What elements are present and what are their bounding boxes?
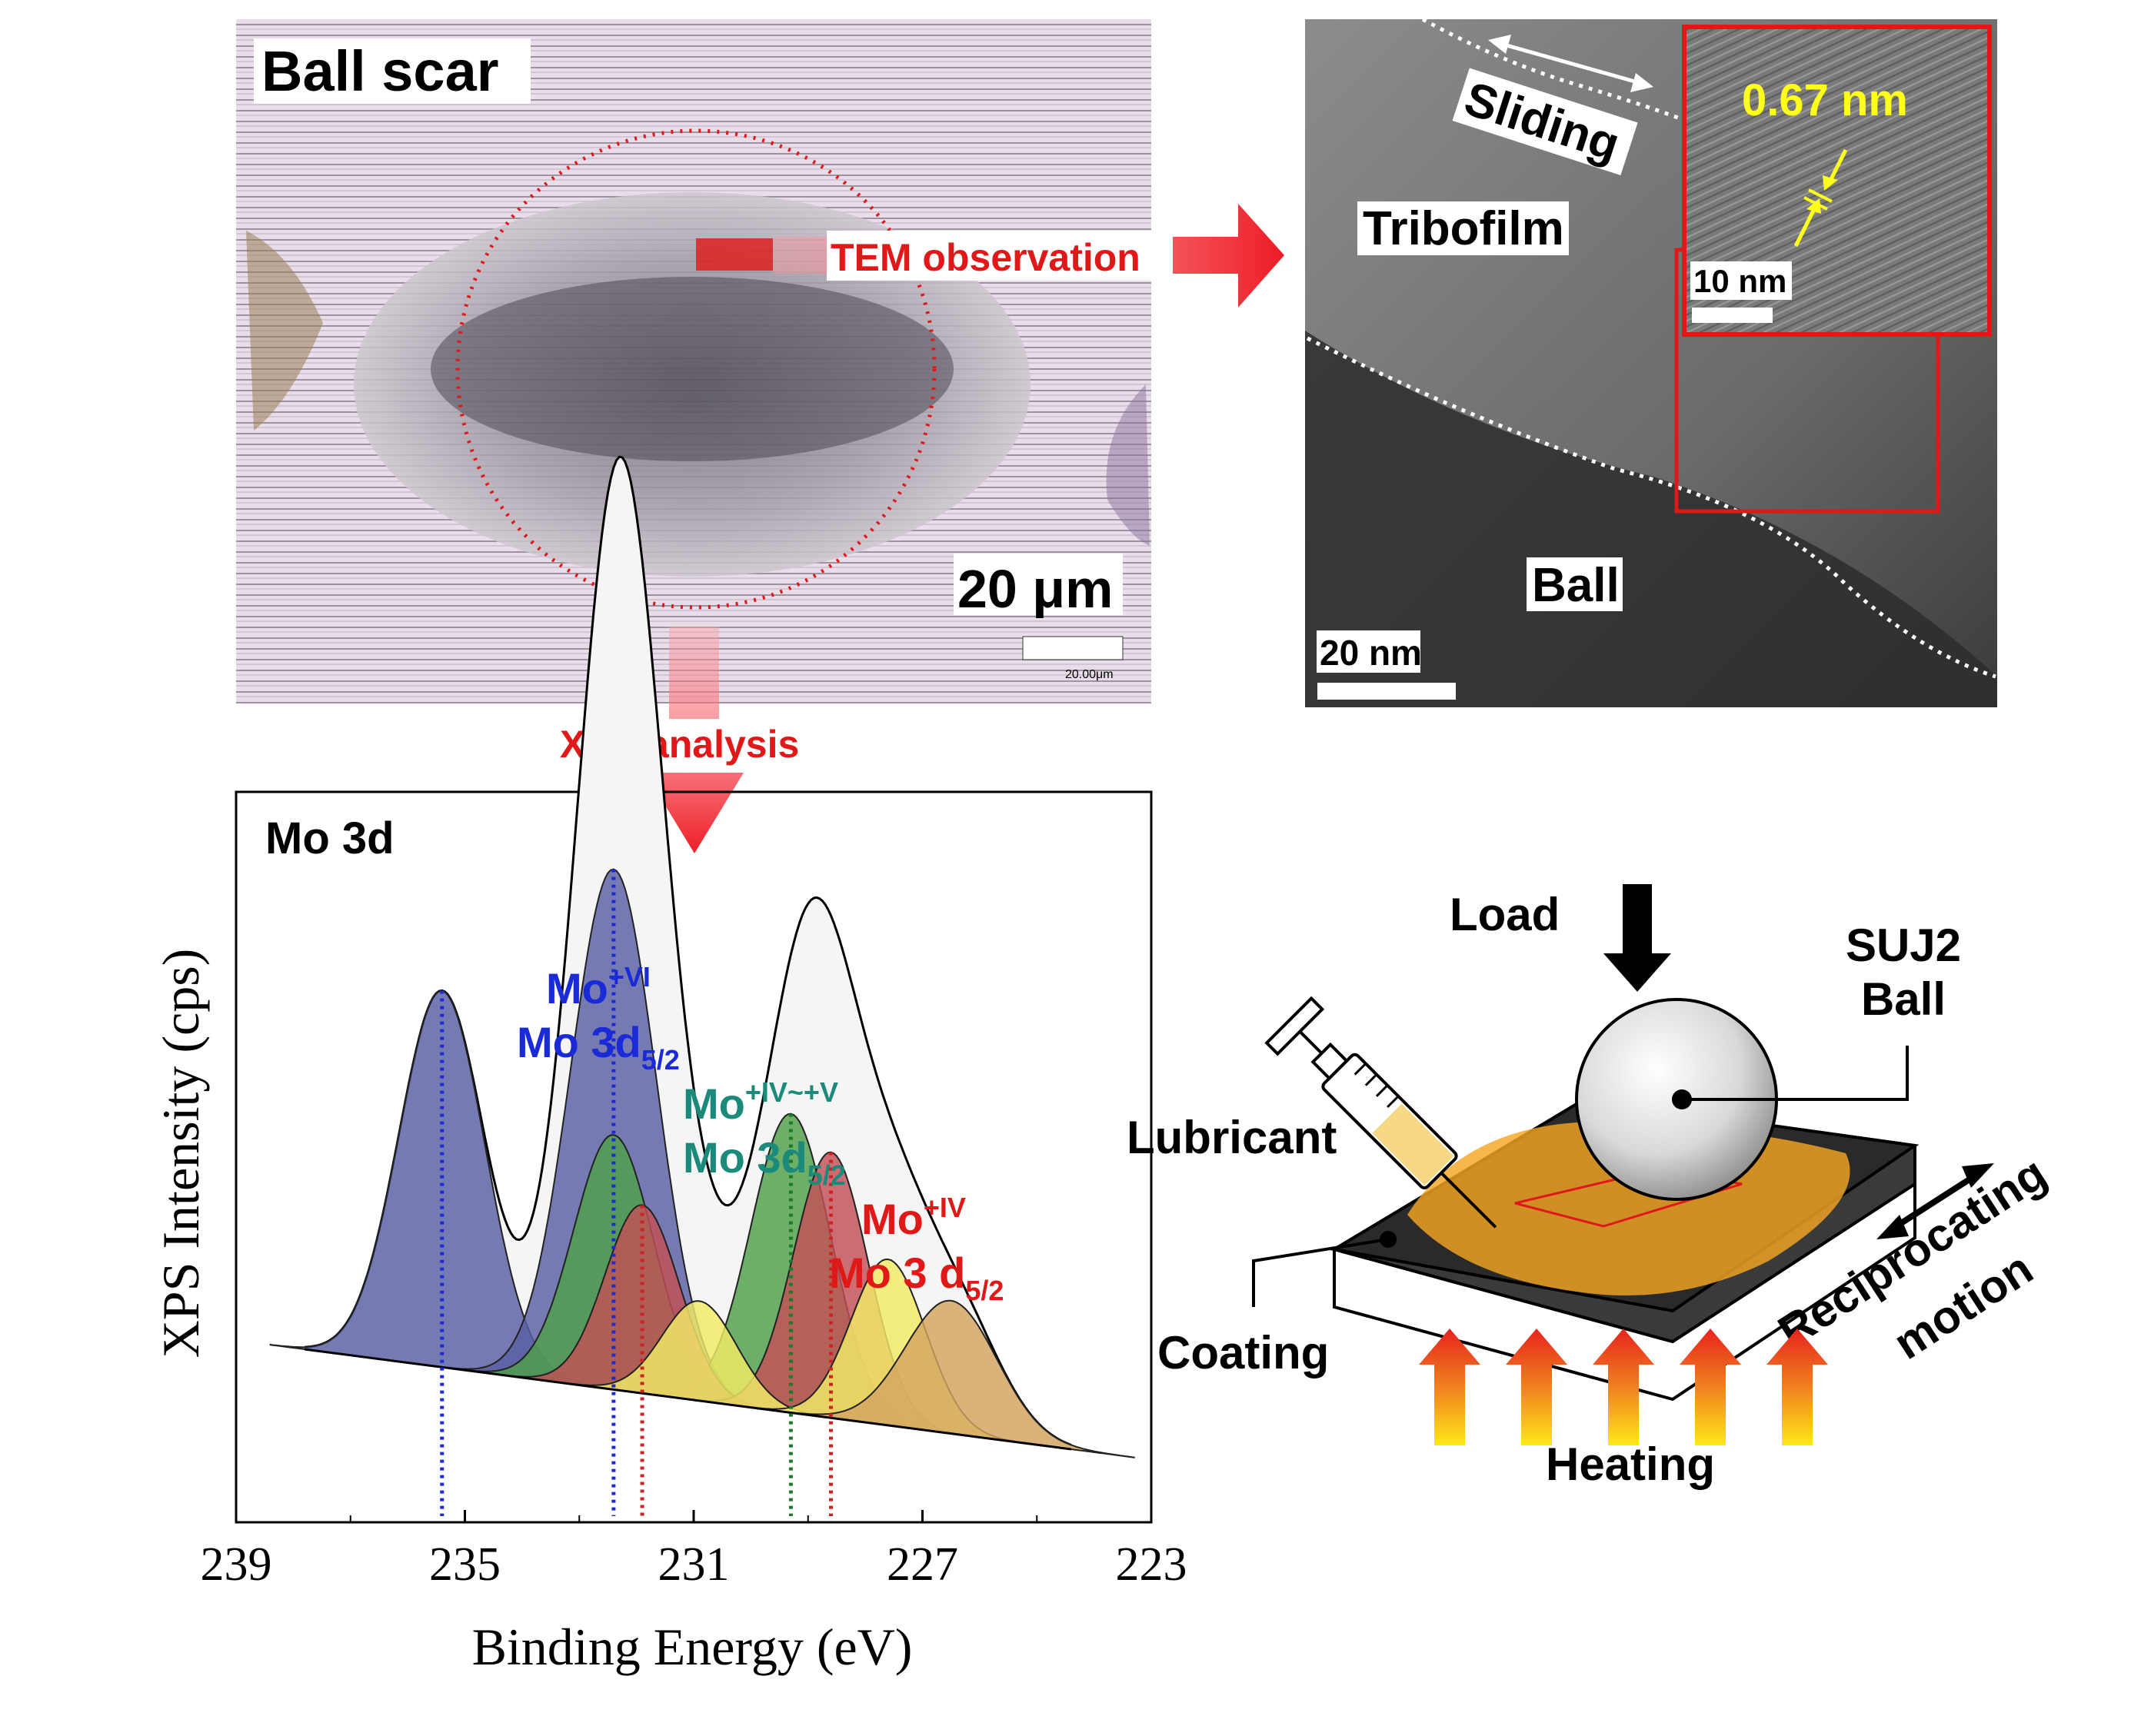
xps-x-tick-label-235: 235	[429, 1538, 501, 1591]
ball-label-line2: Ball	[1861, 973, 1946, 1025]
optical-micrograph: Ball scar 20 μm 20.00μm	[236, 19, 1151, 703]
annotation-mo-iv-v-base: Mo	[683, 1079, 745, 1128]
xps-envelope-fill	[305, 457, 1071, 1449]
xps-x-tick-label-231: 231	[658, 1538, 730, 1591]
tem-ball-label: Ball	[1532, 559, 1620, 612]
tem-observation-label: TEM observation	[831, 236, 1140, 279]
tem-inset: 0.67 nm 10 nm	[1682, 25, 1992, 337]
inset-spacing-label: 0.67 nm	[1742, 75, 1908, 125]
annotation-mo-vi-sup: +VI	[608, 961, 651, 993]
xps-chart: Mo 3d 239 235 231 227 223 Binding Energy (eV…	[152, 455, 1187, 1676]
tem-tribofilm-label: Tribofilm	[1363, 202, 1564, 255]
xps-panel-label: Mo 3d	[265, 813, 395, 863]
annotation-mo-iv-sup: +IV	[924, 1192, 966, 1223]
lubricant-label: Lubricant	[1127, 1112, 1337, 1163]
annotation-mo-vi-base: Mo	[546, 964, 608, 1013]
reciprocating-arrow	[1876, 1163, 1994, 1239]
tem-image: Sliding Tribofilm Ball 20 nm 0.67 nm 10 …	[1305, 17, 1997, 707]
tem-scale-label: 20 nm	[1320, 633, 1422, 673]
spacing-arrow-lower	[1793, 206, 1817, 248]
tem-sampling-site	[696, 238, 773, 271]
xps-x-tick-label-239: 239	[201, 1538, 272, 1591]
annotation-mo-vi-line2: Mo 3d	[517, 1018, 641, 1066]
annotation-mo-iv-sub: 5/2	[965, 1275, 1004, 1306]
load-arrow	[1603, 884, 1671, 992]
xps-y-axis-label: XPS Intensity (cps)	[152, 949, 210, 1359]
xps-x-axis-label: Binding Energy (eV)	[472, 1618, 913, 1676]
ball-label-line1: SUJ2	[1846, 920, 1961, 971]
annotation-mo-iv-v-sup: +IV~+V	[745, 1076, 838, 1108]
optical-scale-label: 20 μm	[957, 559, 1113, 619]
coating-leader-line	[1252, 1238, 1389, 1307]
optical-tiny-scale: 20.00μm	[1065, 668, 1114, 681]
contact-area	[1514, 1167, 1743, 1228]
ball-leader-line	[1682, 1046, 1909, 1101]
svg-text:Mo 3d5/2: Mo 3d5/2	[517, 1018, 680, 1076]
optical-title: Ball scar	[261, 39, 499, 103]
load-label: Load	[1450, 889, 1560, 940]
tribotest-schematic: Load SUJ2 Ball Lubricant Coating Recipro…	[1127, 884, 2056, 1490]
xps-ticks-layer: 239 235 231 227 223	[201, 1510, 1187, 1591]
tem-scale-bar	[1317, 683, 1456, 700]
xps-markers-layer	[440, 869, 833, 1516]
annotation-mo-iv: Mo+IV Mo 3 d5/2	[829, 1192, 1004, 1306]
svg-text:Mo+IV: Mo+IV	[861, 1192, 966, 1243]
inset-scale-bar	[1692, 308, 1773, 323]
annotation-mo-vi: Mo+VI Mo 3d5/2	[517, 961, 680, 1076]
sliding-direction-arrow	[1495, 40, 1647, 87]
heating-arrows	[1419, 1329, 1828, 1445]
coating-label: Coating	[1157, 1327, 1329, 1378]
xps-x-tick-label-227: 227	[887, 1538, 958, 1591]
optical-scale-bar	[1022, 636, 1124, 660]
svg-text:Mo+IV~+V: Mo+IV~+V	[683, 1076, 838, 1128]
tem-observation-arrow: TEM observation	[773, 204, 1284, 308]
annotation-mo-iv-line2: Mo 3 d	[829, 1249, 965, 1297]
heating-label: Heating	[1546, 1438, 1715, 1490]
annotation-mo-iv-base: Mo	[861, 1195, 924, 1243]
annotation-mo-iv-v-line2: Mo 3d	[683, 1133, 807, 1182]
annotation-mo-vi-sub: 5/2	[641, 1044, 680, 1076]
tribofilm-lower-boundary	[1306, 336, 1996, 679]
inset-scale-label: 10 nm	[1693, 263, 1786, 299]
svg-text:Mo+VI: Mo+VI	[546, 961, 651, 1013]
xps-baseline	[305, 1348, 1072, 1451]
scar-outline-circle	[455, 128, 937, 610]
spacing-arrow-upper	[1828, 148, 1848, 182]
xps-x-tick-label-223: 223	[1116, 1538, 1187, 1591]
syringe-icon	[1264, 996, 1497, 1229]
annotation-mo-iv-v-sub: 5/2	[807, 1159, 846, 1191]
svg-text:Mo 3 d5/2: Mo 3 d5/2	[829, 1249, 1004, 1306]
annotation-mo-iv-v: Mo+IV~+V Mo 3d5/2	[683, 1076, 846, 1191]
svg-text:Mo 3d5/2: Mo 3d5/2	[683, 1133, 846, 1191]
